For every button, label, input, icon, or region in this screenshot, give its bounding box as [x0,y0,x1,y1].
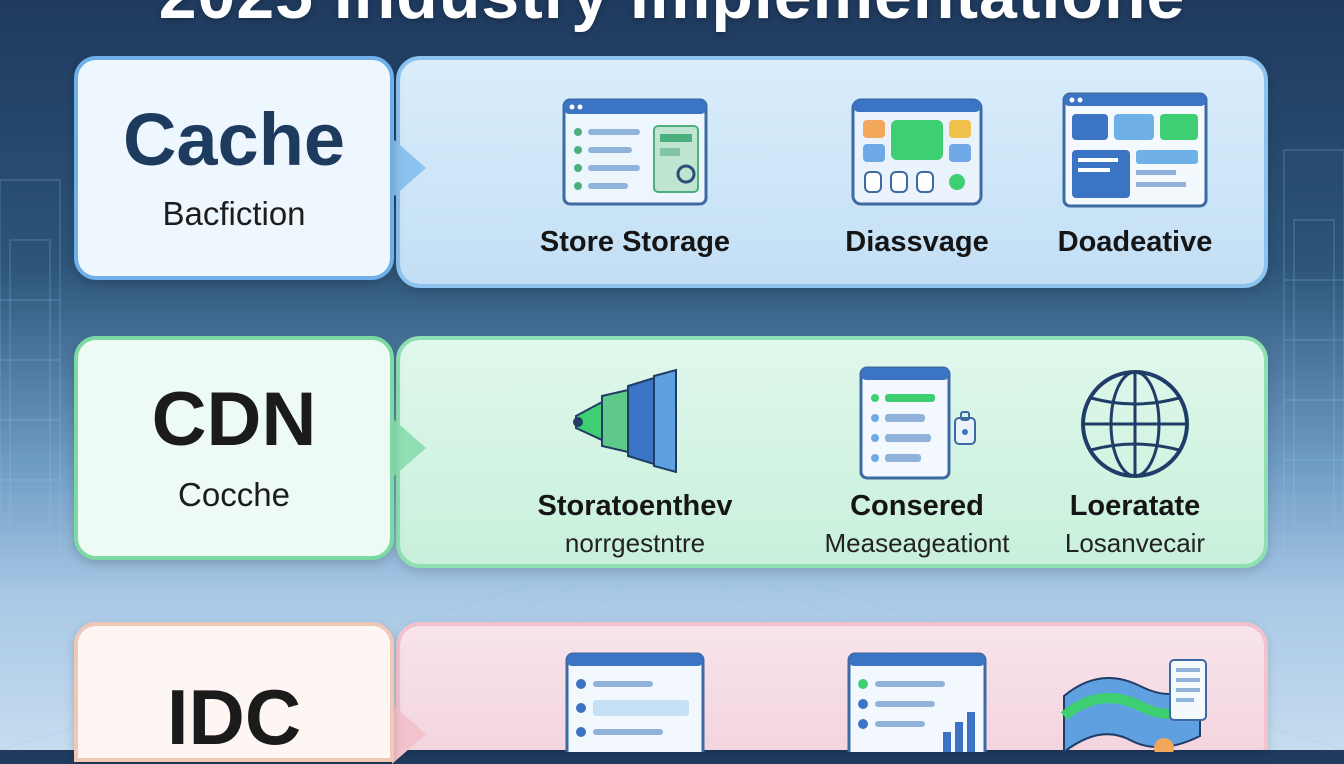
cache-item-label: Diassvage [845,226,989,258]
idc-item-1[interactable] [560,652,710,754]
idc-title: IDC [166,673,302,761]
list-window-icon [565,652,705,752]
cdn-title: CDN [151,377,317,462]
document-list-icon [859,366,976,480]
idc-item-3[interactable] [1060,656,1210,754]
idc-panel [396,622,1268,752]
cache-item-store-storage[interactable]: Store Storage [540,98,730,258]
cache-item-label: Doadeative [1057,226,1213,258]
cache-title: Cache [122,98,346,181]
row-idc: IDC [74,622,1268,764]
dashboard-tiles-icon [851,98,983,206]
cache-panel: Store Storage Diassvage [396,56,1268,288]
cache-label-card: Cache Bacfiction [74,56,394,280]
cache-item-doadeative[interactable]: Doadeative [1058,92,1212,258]
cdn-arrow [392,418,426,478]
cdn-item-sublabel: Losanvecair [1064,528,1206,558]
cdn-item-sublabel: norrgestntre [564,528,706,558]
cdn-subtitle: Cocche [178,476,290,513]
cdn-item-label: Storatoenthev [537,490,733,522]
cache-item-diassvage[interactable]: Diassvage [842,98,992,258]
cache-subtitle: Bacfiction [162,195,306,232]
idc-arrow [392,704,426,764]
globe-icon [1081,370,1189,478]
cdn-item-sublabel: Measeageationt [824,528,1010,558]
cdn-item-label: Consered [850,490,984,522]
cache-item-label: Store Storage [539,226,731,258]
idc-item-2[interactable] [842,652,992,754]
cdn-panel: Storatoenthev norrgestntre Consered Meas… [396,336,1268,568]
row-cache: Store Storage Diassvage [74,56,1268,288]
cdn-item-label: Loeratate [1069,490,1201,522]
storage-window-icon [562,98,708,206]
cdn-item-loeratate[interactable]: Loeratate Losanvecair [1060,366,1210,558]
chart-window-icon [847,652,987,752]
page-title: 2025 Industry Implementatione [0,0,1344,34]
idc-label-card: IDC [74,622,394,762]
wave-flag-icon [1060,659,1207,752]
layout-window-icon [1062,92,1208,208]
cdn-item-storatoenthev[interactable]: Storatoenthev norrgestntre [538,366,732,558]
cache-arrow [392,138,426,198]
cdn-item-consered[interactable]: Consered Measeageationt [824,366,1010,558]
row-cdn: Storatoenthev norrgestntre Consered Meas… [74,336,1268,568]
funnel-bars-icon [573,368,677,474]
cdn-label-card: CDN Cocche [74,336,394,560]
